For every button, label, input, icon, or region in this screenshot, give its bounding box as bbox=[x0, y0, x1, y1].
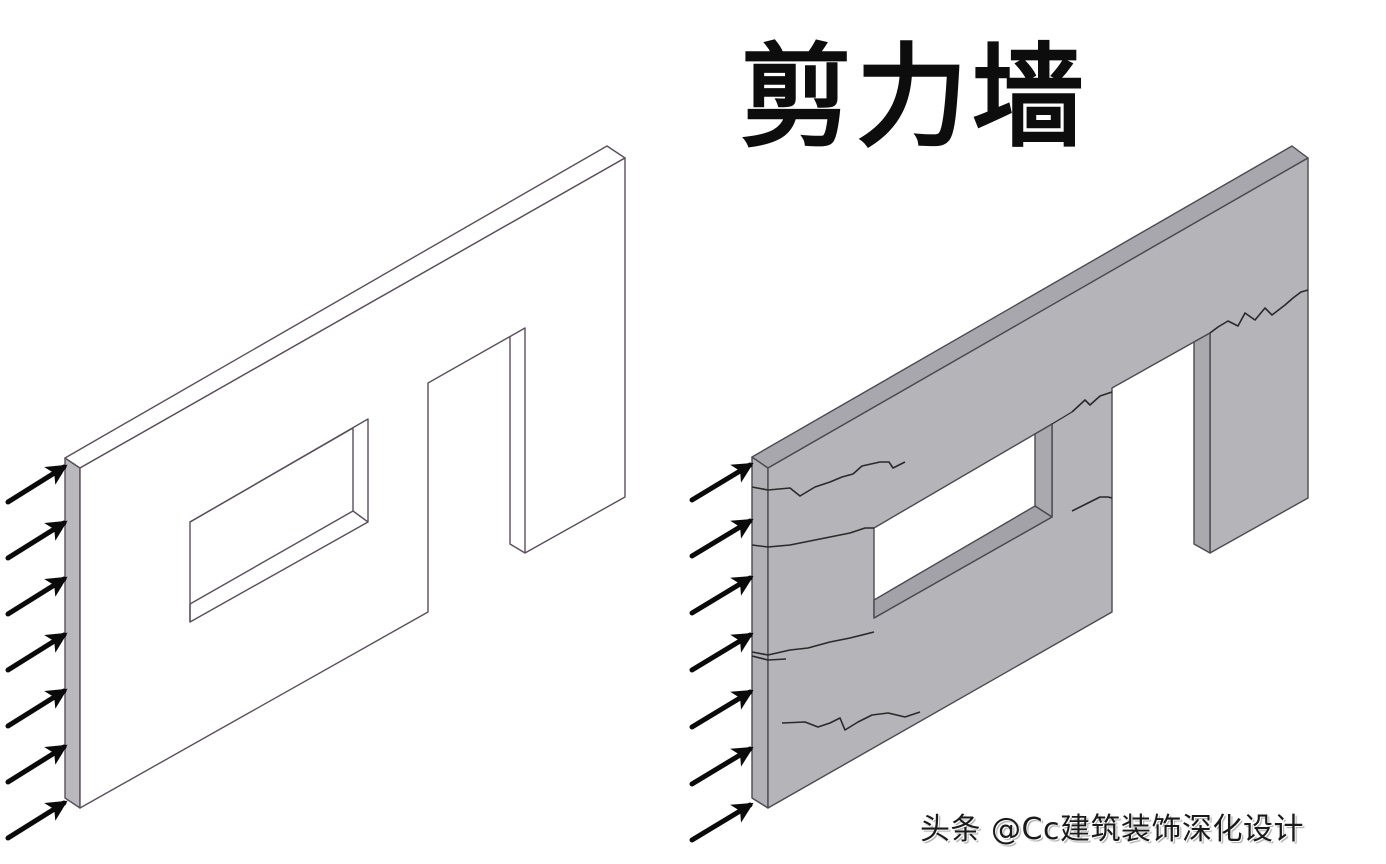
arrow-icon bbox=[5, 576, 68, 617]
crack-lines bbox=[751, 289, 1309, 731]
wall-end-face bbox=[64, 457, 81, 809]
arrow-icon bbox=[689, 632, 754, 673]
arrow-icon bbox=[5, 800, 68, 841]
door-reveal bbox=[509, 337, 526, 554]
arrow-icon bbox=[689, 462, 754, 503]
arrow-icon bbox=[689, 689, 754, 730]
cracked-wall bbox=[751, 145, 1309, 809]
load-arrows-left bbox=[5, 464, 68, 841]
wall-end-face bbox=[751, 456, 769, 809]
arrow-icon bbox=[689, 575, 754, 616]
window-reveal bbox=[189, 427, 354, 605]
watermark-text: 头条 @Cc建筑装饰深化设计 bbox=[920, 812, 1304, 847]
arrow-icon bbox=[689, 746, 754, 787]
window-sill bbox=[873, 505, 1053, 619]
arrow-icon bbox=[689, 802, 754, 843]
uncracked-wall bbox=[64, 145, 626, 809]
arrow-icon bbox=[5, 688, 68, 729]
window-reveal bbox=[1034, 423, 1053, 518]
door-reveal bbox=[1193, 332, 1211, 554]
arrow-icon bbox=[5, 632, 68, 673]
diagram-title: 剪力墙 bbox=[740, 33, 1088, 163]
arrow-icon bbox=[689, 518, 754, 559]
arrow-icon bbox=[5, 744, 68, 785]
load-arrows-right bbox=[689, 462, 754, 843]
arrow-icon bbox=[5, 520, 68, 561]
arrow-icon bbox=[5, 464, 68, 505]
